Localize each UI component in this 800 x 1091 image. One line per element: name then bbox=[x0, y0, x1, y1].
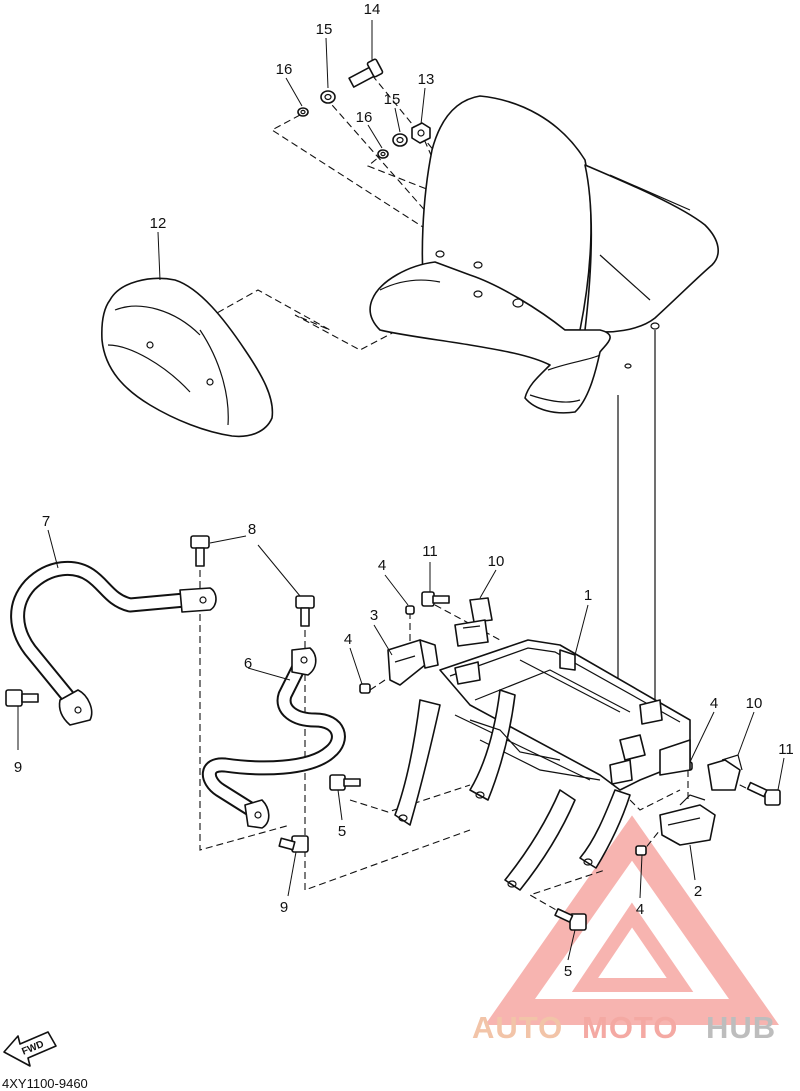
bolt-11-upper bbox=[421, 591, 450, 607]
callout-7: 7 bbox=[42, 513, 50, 530]
callout-15: 15 bbox=[316, 21, 333, 38]
callout-5-a: 5 bbox=[338, 823, 346, 840]
callout-16-b: 16 bbox=[356, 109, 373, 126]
bolt-8-upper bbox=[190, 535, 210, 567]
callout-1: 1 bbox=[584, 587, 592, 604]
callout-4-c: 4 bbox=[710, 695, 718, 712]
callout-2: 2 bbox=[694, 883, 702, 900]
washer-15b bbox=[392, 133, 408, 147]
callout-5-b: 5 bbox=[564, 963, 572, 980]
forward-direction-arrow: FWD bbox=[3, 1031, 57, 1067]
callout-4-d: 4 bbox=[636, 901, 644, 918]
top-case-backrest bbox=[369, 95, 719, 770]
grab-bar-lower bbox=[201, 647, 346, 829]
bracket-10-right bbox=[707, 754, 743, 791]
backrest-pad bbox=[101, 277, 274, 438]
bracket-2 bbox=[659, 794, 716, 846]
bolt-8-lower bbox=[295, 595, 315, 627]
callout-11-b: 11 bbox=[778, 741, 794, 758]
callout-12: 12 bbox=[150, 215, 167, 232]
callout-6: 6 bbox=[244, 655, 252, 672]
washer-15 bbox=[320, 90, 336, 104]
grab-bar bbox=[10, 560, 217, 726]
callout-3: 3 bbox=[370, 607, 378, 624]
bolt-9-left bbox=[5, 689, 39, 707]
callout-15-b: 15 bbox=[384, 91, 401, 108]
screw-4d bbox=[635, 845, 647, 856]
callout-16: 16 bbox=[276, 61, 293, 78]
callout-10-a: 10 bbox=[488, 553, 505, 570]
callout-9-b: 9 bbox=[280, 899, 288, 916]
watermark-word-hub: HUB bbox=[706, 1010, 776, 1045]
nut-13 bbox=[411, 122, 431, 144]
watermark-logo-triangle bbox=[485, 815, 779, 1025]
callout-leaders bbox=[17, 20, 785, 961]
bolt-5-upper bbox=[329, 774, 361, 791]
callout-labels: 14 15 16 15 13 16 12 7 8 4 11 10 1 3 4 6… bbox=[14, 1, 794, 980]
bolt-11-right bbox=[746, 781, 781, 806]
callout-4-a: 4 bbox=[378, 557, 386, 574]
watermark-word-auto: AUTO bbox=[472, 1010, 563, 1045]
bracket-3 bbox=[387, 639, 439, 686]
hardware-top bbox=[297, 58, 431, 159]
callout-11-a: 11 bbox=[422, 543, 438, 560]
callout-14: 14 bbox=[364, 1, 381, 18]
screw-4b bbox=[359, 683, 371, 694]
callout-9-a: 9 bbox=[14, 759, 22, 776]
rack-frame bbox=[394, 639, 691, 891]
callout-13: 13 bbox=[418, 71, 435, 88]
callout-8: 8 bbox=[248, 521, 256, 538]
callout-10-b: 10 bbox=[746, 695, 763, 712]
bracket-10-upper bbox=[454, 597, 493, 647]
watermark-word-moto: MOTO bbox=[582, 1010, 678, 1045]
washer-16 bbox=[297, 107, 309, 117]
screw-4a bbox=[405, 605, 415, 615]
brackets bbox=[387, 597, 743, 846]
bolt-14 bbox=[348, 58, 384, 88]
callout-4-b: 4 bbox=[344, 631, 352, 648]
bolt-5-lower bbox=[554, 908, 587, 931]
bolt-9-lower bbox=[278, 835, 309, 853]
washer-16b bbox=[377, 149, 389, 159]
diagram-code: 4XY1100-9460 bbox=[2, 1076, 88, 1091]
watermark-brand: AUTO MOTO HUB bbox=[472, 1010, 776, 1045]
